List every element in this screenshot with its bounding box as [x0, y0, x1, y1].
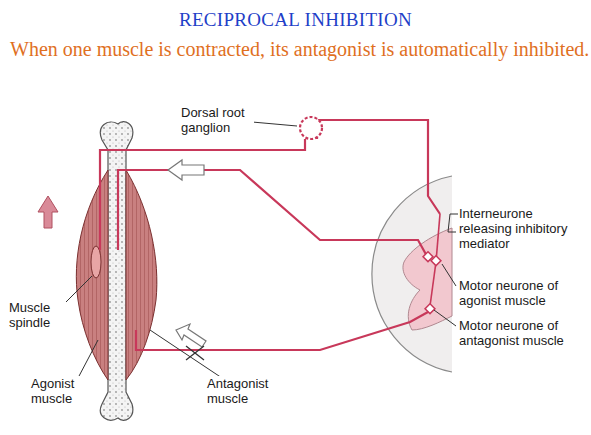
title: RECIPROCAL INHIBITION — [0, 9, 591, 31]
contraction-arrow — [38, 196, 58, 228]
spinal-cord — [372, 176, 452, 372]
muscle-spindle — [91, 246, 101, 278]
part-label: Antagonist muscle — [206, 376, 286, 406]
nerve-fibres — [100, 117, 440, 350]
inhibited-arrow — [176, 324, 206, 360]
impulse-arrow — [168, 160, 204, 180]
leader-lines — [60, 122, 458, 378]
muscles — [76, 170, 157, 380]
part-label: Agonist muscle — [30, 376, 92, 406]
part-label: Muscle spindle — [8, 300, 66, 330]
motor-neurone-label: Motor neurone of agonist muscle — [458, 278, 586, 308]
synapses — [423, 252, 441, 314]
ganglion-label: Dorsal root ganglion — [180, 105, 254, 135]
interneurone-label: Interneurone releasing inhibitory mediat… — [458, 206, 586, 251]
caption: When one muscle is contracted, its antag… — [10, 32, 590, 66]
motor-neurone-label: Motor neurone of antagonist muscle — [458, 318, 586, 348]
